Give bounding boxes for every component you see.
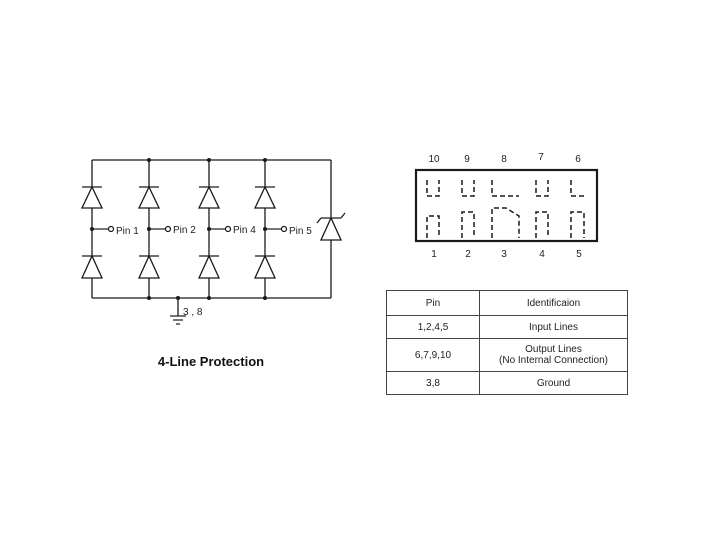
pad-8-icon xyxy=(491,180,519,197)
diode-upper-1 xyxy=(80,185,104,209)
diode-lower-4 xyxy=(253,254,277,279)
table-row: 3,8 Ground xyxy=(386,371,628,395)
table-cell-pin: 1,2,4,5 xyxy=(386,315,480,339)
package-outline xyxy=(414,168,599,243)
pin-label-4: Pin 4 xyxy=(233,225,256,236)
identification-line-1: Output Lines xyxy=(525,344,582,355)
table-header-row: Pin Identificaion xyxy=(386,290,628,316)
pad-1-icon xyxy=(426,215,440,238)
tvs-zener-diode xyxy=(316,212,346,241)
pad-7-icon xyxy=(535,180,549,197)
upper-steering-diodes xyxy=(80,185,277,209)
pin-number-6: 6 xyxy=(575,154,581,165)
pad-3-icon xyxy=(491,207,520,238)
lower-steering-diodes xyxy=(80,254,277,279)
pin-number-7: 7 xyxy=(538,152,544,163)
pin-number-3: 3 xyxy=(501,249,507,260)
package-pad-icons xyxy=(426,180,585,238)
ground-symbol xyxy=(170,315,186,325)
diode-upper-3 xyxy=(197,185,221,209)
circuit-wires xyxy=(91,159,332,316)
table-cell-identification: Output Lines (No Internal Connection) xyxy=(479,338,628,372)
table-row: 1,2,4,5 Input Lines xyxy=(386,315,628,339)
identification-line-2: (No Internal Connection) xyxy=(499,355,608,366)
package-bottom-pin-numbers: 1 2 3 4 5 xyxy=(431,249,582,260)
ground-label: 3 , 8 xyxy=(183,307,203,318)
pad-9-icon xyxy=(461,180,475,197)
pin-taps xyxy=(92,225,288,233)
pad-4-icon xyxy=(535,211,549,238)
diode-upper-4 xyxy=(253,185,277,209)
diode-lower-2 xyxy=(137,254,161,279)
pad-10-icon xyxy=(426,180,440,197)
pin-number-1: 1 xyxy=(431,249,437,260)
pin-number-2: 2 xyxy=(465,249,471,260)
pin-label-1: Pin 1 xyxy=(116,226,139,237)
pin-label-2: Pin 2 xyxy=(173,225,196,236)
header-identification: Identificaion xyxy=(479,290,628,316)
diode-lower-3 xyxy=(197,254,221,279)
pin-number-10: 10 xyxy=(428,154,440,165)
pad-2-icon xyxy=(461,211,475,238)
circuit-title: 4-Line Protection xyxy=(158,354,264,369)
table-row: 6,7,9,10 Output Lines (No Internal Conne… xyxy=(386,338,628,372)
pin-identification-table: Pin Identificaion 1,2,4,5 Input Lines 6,… xyxy=(386,290,628,395)
pin-label-5: Pin 5 xyxy=(289,226,312,237)
table-cell-identification: Ground xyxy=(479,371,628,395)
diode-upper-2 xyxy=(137,185,161,209)
pin-number-9: 9 xyxy=(464,154,470,165)
pad-5-icon xyxy=(570,211,585,238)
pad-6-icon xyxy=(570,180,584,197)
pin-number-4: 4 xyxy=(539,249,545,260)
table-cell-pin: 6,7,9,10 xyxy=(386,338,480,372)
pin-number-8: 8 xyxy=(501,154,507,165)
table-cell-pin: 3,8 xyxy=(386,371,480,395)
package-top-pin-numbers: 10 9 8 7 6 xyxy=(428,152,581,165)
header-pin: Pin xyxy=(386,290,480,316)
diode-lower-1 xyxy=(80,254,104,279)
pin-number-5: 5 xyxy=(576,249,582,260)
table-cell-identification: Input Lines xyxy=(479,315,628,339)
